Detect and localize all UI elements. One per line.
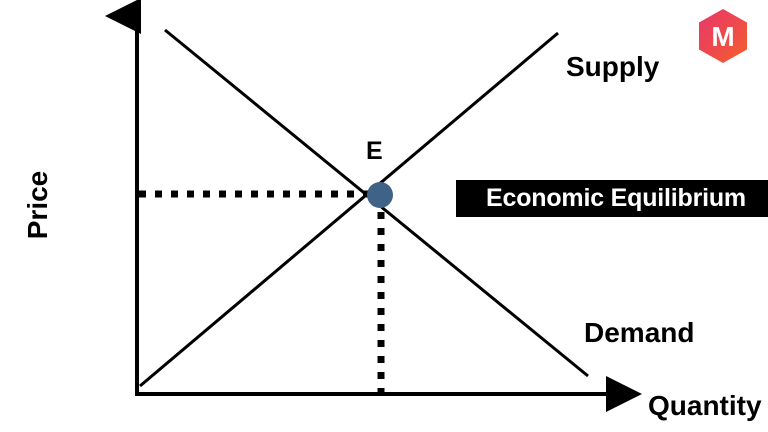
y-axis-label: Price [22, 170, 53, 240]
brand-logo-letter: M [711, 21, 734, 52]
equilibrium-point-marker[interactable] [367, 182, 393, 208]
equilibrium-banner: Economic Equilibrium [456, 180, 768, 217]
brand-logo-hexagon-icon: M [697, 8, 749, 64]
x-axis-label: Quantity [648, 390, 762, 421]
equilibrium-banner-text: Economic Equilibrium [486, 184, 746, 212]
equilibrium-point-label: E [366, 137, 383, 165]
supply-curve [139, 31, 559, 388]
demand-curve-label: Demand [584, 317, 695, 348]
supply-curve-label: Supply [566, 51, 660, 82]
